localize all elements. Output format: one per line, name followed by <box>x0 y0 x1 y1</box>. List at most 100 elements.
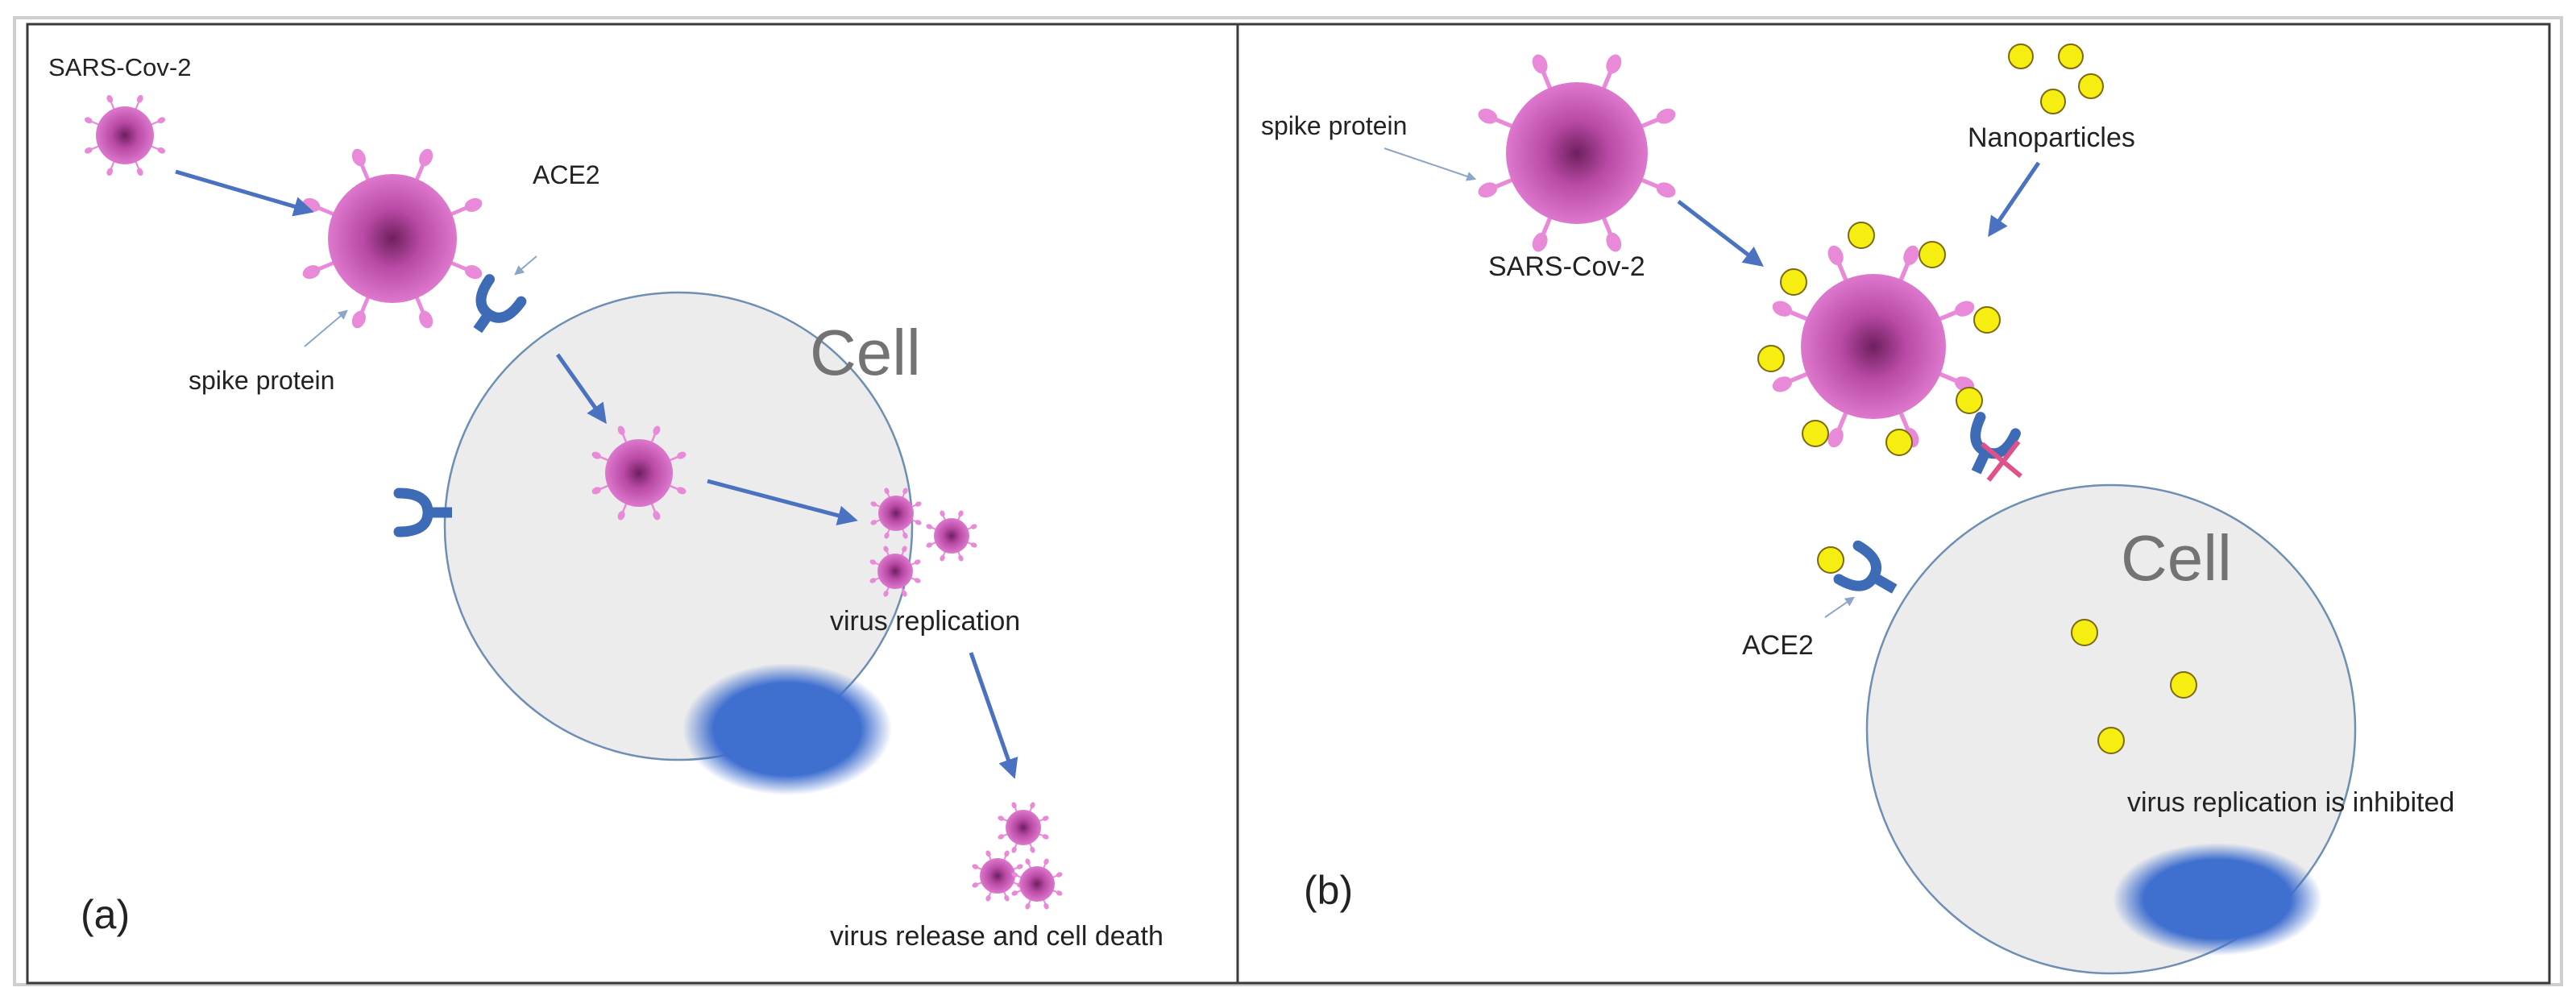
virus-spike-tip <box>902 590 907 597</box>
ace2-receptor-a2 <box>393 487 452 537</box>
virus-a-rel3 <box>1011 858 1063 910</box>
virus-spike-tip <box>617 425 625 435</box>
nanoparticle <box>2008 44 2034 69</box>
virus-a-rel1 <box>998 802 1049 853</box>
virus-spike-tip <box>914 559 921 565</box>
virus-spike-tip <box>1011 802 1017 809</box>
virus-spike-tip <box>940 510 945 517</box>
panel-a-frame <box>26 23 1254 985</box>
virus-spike-tip <box>1656 182 1676 198</box>
panel-a: SARS-Cov-2 ACE2 spike protein Cell virus… <box>26 23 1254 985</box>
virus-spike-tip <box>106 168 114 176</box>
nanoparticle <box>1757 345 1785 372</box>
block-x-mark <box>1981 440 2022 482</box>
virus-spike-tip <box>1772 376 1793 392</box>
virus-spike-tip <box>1827 245 1844 266</box>
nanoparticle <box>1919 241 1946 268</box>
virus-spike-tip <box>926 524 933 529</box>
virus-spike-tip <box>902 487 908 495</box>
nanoparticle <box>1956 387 1983 414</box>
label-b-nanoparticles: Nanoparticles <box>1968 122 2135 153</box>
virus-spike-tip <box>902 546 907 553</box>
virus-spike-tip <box>653 425 661 435</box>
nanoparticle <box>1802 420 1829 447</box>
pointer-a-ace2 <box>514 255 537 276</box>
label-b-spike: spike protein <box>1261 111 1407 140</box>
virus-spike-tip <box>1042 834 1049 840</box>
virus-spike-tip <box>464 265 483 280</box>
virus-spike-tip <box>677 487 687 495</box>
virus-spike-tip <box>1478 108 1498 124</box>
nanoparticle <box>1817 546 1844 574</box>
virus-spike-tip <box>1011 872 1018 877</box>
virus-spike-tip <box>1030 846 1035 853</box>
virus-spike-tip <box>653 511 661 521</box>
virus-spike-tip <box>1025 858 1031 865</box>
virus-spike-tip <box>883 590 889 597</box>
virus-a-rep2 <box>926 510 977 562</box>
virus-core <box>96 106 154 164</box>
arrow-b-virus <box>1677 200 1764 268</box>
virus-spike-tip <box>998 834 1005 840</box>
virus-spike-tip <box>1903 245 1919 266</box>
nanoparticles <box>1757 44 2197 754</box>
label-a-replication: virus replication <box>830 606 1020 637</box>
virus-spike-tip <box>985 894 991 902</box>
virus-spike-tip <box>419 148 433 167</box>
nanoparticle <box>2058 44 2084 69</box>
virus-a-small <box>84 94 166 176</box>
label-a-release: virus release and cell death <box>830 921 1164 952</box>
label-a-virus: SARS-Cov-2 <box>48 53 191 81</box>
virus-spike-tip <box>617 511 625 521</box>
virus-spike-tip <box>1056 872 1063 877</box>
virus-spike-tip <box>1954 301 1975 317</box>
virus-spike-tip <box>136 168 143 176</box>
nanoparticle <box>1885 429 1913 456</box>
label-b-cell: Cell <box>2121 522 2232 594</box>
virus-spike-tip <box>1011 846 1017 853</box>
virus-core <box>877 554 913 589</box>
nanoparticle <box>1973 306 2001 334</box>
virus-spike-tip <box>883 546 889 553</box>
panel-b: spike protein SARS-Cov-2 Nanoparticles C… <box>1236 23 2551 985</box>
virus-spike-tip <box>870 501 877 507</box>
arrow-a-replication <box>707 479 858 525</box>
virus-spike-tip <box>591 487 601 495</box>
virus-spike-tip <box>1030 802 1035 809</box>
virus-spike-tip <box>998 815 1005 821</box>
pointer-a-spike <box>304 309 348 347</box>
arrow-a-inside <box>555 353 607 425</box>
nanoparticle <box>2097 727 2125 754</box>
virus-spike-tip <box>464 197 483 212</box>
arrow-a-release <box>969 652 1018 779</box>
virus-core <box>878 496 914 531</box>
panel-b-letter: (b) <box>1304 868 1353 913</box>
virus-spike-tip <box>940 554 945 562</box>
virus-spike-tip <box>1043 858 1049 865</box>
virus-a-inside <box>591 425 687 521</box>
virus-spike-tip <box>915 520 922 525</box>
virus-spike-tip <box>106 94 114 103</box>
virus-spike-tip <box>972 864 979 869</box>
label-a-ace2: ACE2 <box>533 160 600 189</box>
virus-core <box>1801 274 1946 419</box>
virus-spike-tip <box>351 310 366 329</box>
virus-spike-tip <box>902 532 908 539</box>
virus-core <box>1019 866 1055 902</box>
virus-b-coated <box>1772 245 1975 448</box>
virus-spike-tip <box>84 147 93 154</box>
virus-spike-tip <box>926 542 933 548</box>
virus-spike-tip <box>419 310 433 329</box>
panel-a-letter: (a) <box>81 892 130 937</box>
virus-core <box>980 858 1015 894</box>
virus-spike-tip <box>1004 850 1010 857</box>
virus-spike-tip <box>591 451 601 459</box>
virus-spike-tip <box>302 265 321 280</box>
virus-spike-tip <box>869 559 877 565</box>
virus-spike-tip <box>958 510 964 517</box>
label-a-cell: Cell <box>810 317 921 388</box>
virus-spike-tip <box>1025 902 1031 910</box>
ace2-receptor-a1 <box>473 274 527 334</box>
